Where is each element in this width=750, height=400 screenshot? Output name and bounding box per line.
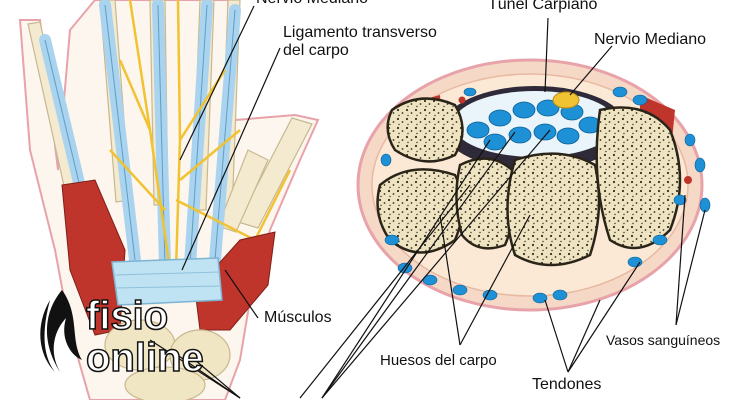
- logo-text-fisio: fisio: [86, 296, 168, 336]
- label-ligamento-transverso: Ligamento transverso del carpo: [283, 24, 437, 61]
- label-musculos: Músculos: [264, 309, 332, 327]
- logo-text-online: online: [86, 338, 204, 378]
- label-nervio-mediano-right: Nervio Mediano: [594, 31, 706, 49]
- label-huesos-del-carpo: Huesos del carpo: [380, 352, 497, 369]
- median-nerve-section: [553, 92, 579, 108]
- label-vasos-sanguineos: Vasos sanguíneos: [606, 332, 720, 348]
- label-nervio-mediano-top: Nervio Mediano: [256, 0, 368, 8]
- label-tendones: Tendones: [532, 376, 601, 394]
- label-tunel-carpiano: Túnel Carpiano: [488, 0, 597, 14]
